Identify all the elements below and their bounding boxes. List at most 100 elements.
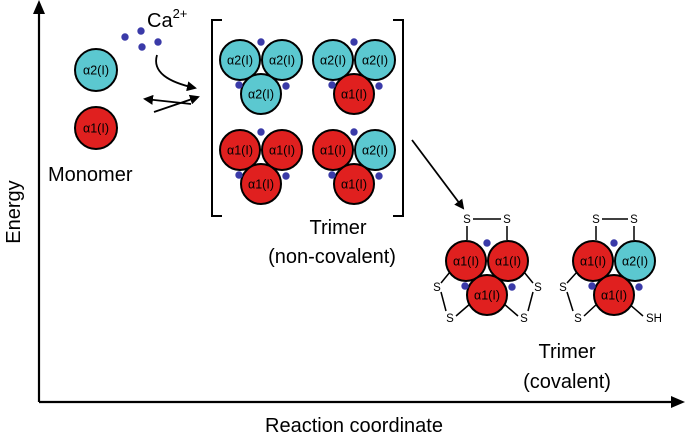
calcium-binding-arrow bbox=[155, 54, 197, 92]
ca-ion bbox=[635, 283, 643, 291]
alpha1-subunit bbox=[333, 163, 375, 205]
sulfur-atom: S bbox=[559, 282, 567, 294]
sulfur-atom: S bbox=[574, 313, 582, 325]
ca-ion bbox=[375, 82, 383, 90]
subunit-label: α1(I) bbox=[341, 178, 367, 192]
ca-ion bbox=[483, 239, 491, 247]
subunit-label: α2(I) bbox=[362, 54, 388, 68]
alpha1-subunit bbox=[261, 129, 303, 171]
subunit-label: α2(I) bbox=[227, 54, 253, 68]
alpha2-subunit bbox=[354, 129, 396, 171]
sulfur-atom: S bbox=[534, 282, 542, 294]
equilibrium-arrows bbox=[143, 94, 200, 113]
subunit-label: α1(I) bbox=[341, 88, 367, 102]
subunit-label: α1(I) bbox=[580, 255, 606, 269]
y-axis-arrowhead bbox=[33, 0, 45, 14]
covalent-formation-arrow bbox=[411, 139, 465, 210]
trimer-bracket bbox=[211, 19, 404, 217]
disulfide-bond bbox=[440, 291, 447, 312]
forward-arrow bbox=[153, 94, 200, 113]
alpha1-subunit bbox=[333, 73, 375, 115]
subunit-label: α2(I) bbox=[362, 144, 388, 158]
bracket-right bbox=[393, 19, 404, 217]
sulfur-atom: S bbox=[463, 214, 471, 226]
ca-ion bbox=[328, 171, 336, 179]
ca-ion bbox=[610, 239, 618, 247]
alpha2-subunit bbox=[261, 39, 303, 81]
ca-ion bbox=[350, 128, 358, 136]
ca-ion bbox=[154, 38, 162, 46]
alpha2-monomer bbox=[74, 48, 118, 92]
ca-ion bbox=[282, 172, 290, 180]
alpha2-monomer-label: α2(I) bbox=[83, 64, 109, 78]
trimer-a1a2a1: α1(I) α2(I) α1(I) bbox=[312, 128, 396, 205]
alpha1-subunit bbox=[240, 163, 282, 205]
disulfide-bond bbox=[566, 291, 574, 312]
disulfide-bond bbox=[523, 271, 534, 284]
subunit-label: α2(I) bbox=[269, 54, 295, 68]
trimer-aaa2: α2(I) α2(I) α2(I) bbox=[219, 38, 303, 115]
trimer-noncovalent-label-line2: (non-covalent) bbox=[268, 246, 396, 268]
covalent-trimer-a1a2a1: S S S S SH α1(I) α2(I) α1(I) bbox=[559, 214, 662, 325]
covalent-trimer-a1a1a1: S S S S S S α1(I) α1(I) α1(I) bbox=[433, 214, 542, 325]
disulfide-bond bbox=[440, 271, 451, 284]
trimer-a1a1a1: α1(I) α1(I) α1(I) bbox=[219, 128, 303, 205]
alpha1-subunit bbox=[466, 274, 508, 316]
calcium-label: Ca2+ bbox=[147, 6, 187, 32]
alpha1-subunit bbox=[445, 240, 487, 282]
ca-ion bbox=[375, 172, 383, 180]
ca-ion bbox=[137, 27, 145, 35]
sulfur-atom: S bbox=[630, 214, 638, 226]
alpha1-subunit bbox=[593, 274, 635, 316]
alpha1-monomer bbox=[74, 106, 118, 150]
disulfide-bond bbox=[566, 271, 578, 284]
bracket-left bbox=[211, 19, 222, 217]
alpha1-subunit bbox=[312, 129, 354, 171]
subunit-label: α1(I) bbox=[474, 289, 500, 303]
subunit-label: α1(I) bbox=[248, 178, 274, 192]
sulfur-atom: S bbox=[446, 313, 454, 325]
subunit-label: α1(I) bbox=[227, 144, 253, 158]
ca-ion bbox=[328, 81, 336, 89]
trimer-a2a2a1: α2(I) α2(I) α1(I) bbox=[312, 38, 396, 115]
reverse-arrow bbox=[143, 94, 192, 105]
ca-ion bbox=[235, 81, 243, 89]
subunit-label: α1(I) bbox=[495, 255, 521, 269]
disulfide-bond bbox=[502, 302, 519, 317]
ca-ion bbox=[282, 82, 290, 90]
alpha1-subunit bbox=[487, 240, 529, 282]
monomer-group: Ca2+ α2(I) α1(I) Monomer bbox=[48, 6, 187, 186]
ca-ion bbox=[235, 171, 243, 179]
ca-ion bbox=[350, 38, 358, 46]
ca-ion bbox=[257, 38, 265, 46]
trimer-covalent-label-line2: (covalent) bbox=[523, 371, 611, 393]
ca-ion bbox=[461, 282, 469, 290]
trimer-covalent-label-line1: Trimer bbox=[538, 341, 595, 363]
sulfur-atom: S bbox=[503, 214, 511, 226]
alpha2-subunit bbox=[240, 73, 282, 115]
axes: Energy Reaction coordinate bbox=[3, 0, 685, 436]
alpha2-subunit bbox=[354, 39, 396, 81]
monomer-label: Monomer bbox=[48, 164, 133, 186]
disulfide-bond bbox=[527, 291, 534, 312]
alpha1-monomer-label: α1(I) bbox=[83, 122, 109, 136]
alpha2-subunit bbox=[614, 240, 656, 282]
subunit-label: α1(I) bbox=[269, 144, 295, 158]
disulfide-bond bbox=[455, 302, 472, 317]
subunit-label: α1(I) bbox=[320, 144, 346, 158]
alpha1-subunit bbox=[219, 129, 261, 171]
sulfur-atom: S bbox=[592, 214, 600, 226]
ca-ion bbox=[508, 283, 516, 291]
alpha2-subunit bbox=[219, 39, 261, 81]
subunit-label: α2(I) bbox=[622, 255, 648, 269]
subunit-label: α2(I) bbox=[248, 88, 274, 102]
ca-ion bbox=[121, 33, 129, 41]
subunit-label: α1(I) bbox=[453, 255, 479, 269]
ca-ion bbox=[588, 282, 596, 290]
sulfur-atom: S bbox=[520, 313, 528, 325]
x-axis-arrowhead bbox=[671, 396, 685, 408]
thiol-group: SH bbox=[646, 313, 662, 325]
trimer-noncovalent-label-line1: Trimer bbox=[309, 217, 366, 239]
